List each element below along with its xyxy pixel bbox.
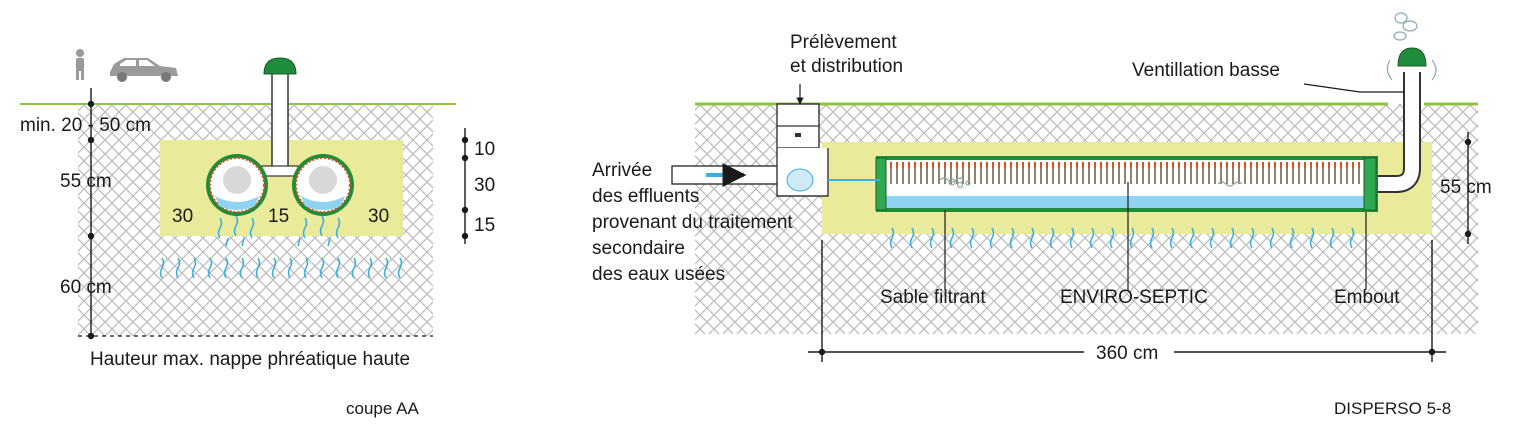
dim-30-label: 30: [474, 175, 495, 196]
vent-stack: [271, 71, 289, 168]
water-drop-icon: [786, 168, 814, 192]
dim-line-left: [87, 88, 95, 340]
water-table-label: Hauteur max. nappe phréatique haute: [90, 349, 410, 370]
sand-label: Sable filtrant: [880, 287, 986, 308]
inlet-label-5: des eaux usées: [592, 264, 725, 285]
car-icon: [110, 58, 178, 82]
end-cap-label: Embout: [1334, 287, 1400, 308]
vent-cap-icon: [263, 57, 297, 75]
dim-line-right: [461, 128, 469, 244]
caption-right: DISPERSO 5-8: [1334, 399, 1451, 418]
vent-cap-icon: [1397, 47, 1427, 67]
end-cap-left: [875, 157, 887, 211]
inlet-label-1: Arrivée: [592, 160, 652, 181]
inlet-label-2: des effluents: [592, 186, 699, 207]
dim-10-label: 10: [474, 139, 495, 160]
dim-top-label: min. 20 - 50 cm: [20, 115, 151, 136]
wave-icon: [889, 227, 1355, 249]
dim-line-55: [1464, 132, 1472, 244]
water-drop-icon: [217, 215, 341, 247]
inner-30-left: 30: [172, 206, 193, 227]
caption-left: coupe AA: [346, 399, 419, 418]
pipe-right: [292, 154, 354, 216]
cross-section: min. 20 - 50 cm 55 cm 60 cm 10 30 15 30 …: [20, 49, 495, 418]
pipe-connector: [261, 165, 299, 177]
inlet-label-4: secondaire: [592, 238, 685, 259]
pipe-left: [206, 154, 268, 216]
person-icon: [76, 49, 84, 80]
inner-15: 15: [268, 206, 289, 227]
distribution-label-2: et distribution: [790, 56, 903, 77]
length-label: 360 cm: [1096, 343, 1158, 364]
dim-60-label: 60 cm: [60, 277, 112, 298]
pipe-label: ENVIRO-SEPTIC: [1060, 287, 1208, 308]
inner-30-right: 30: [368, 206, 389, 227]
distribution-label-1: Prélèvement: [790, 32, 897, 53]
end-cap-right: [1363, 157, 1377, 211]
longitudinal-section: Prélèvement et distribution Ventillation…: [592, 12, 1492, 418]
inlet-label-3: provenant du traitement: [592, 212, 793, 233]
wave-icon: [939, 177, 1243, 189]
dim-55-label: 55 cm: [60, 171, 112, 192]
dim-55-label: 55 cm: [1440, 177, 1492, 198]
pipe-water: [886, 196, 1368, 208]
wave-icon: [159, 257, 403, 279]
dim-line-360: [808, 240, 1446, 362]
vent-label: Ventillation basse: [1132, 60, 1280, 81]
dim-15-label: 15: [474, 215, 495, 236]
vapor-icon: [1386, 12, 1437, 81]
leader-lines: [796, 83, 1404, 290]
